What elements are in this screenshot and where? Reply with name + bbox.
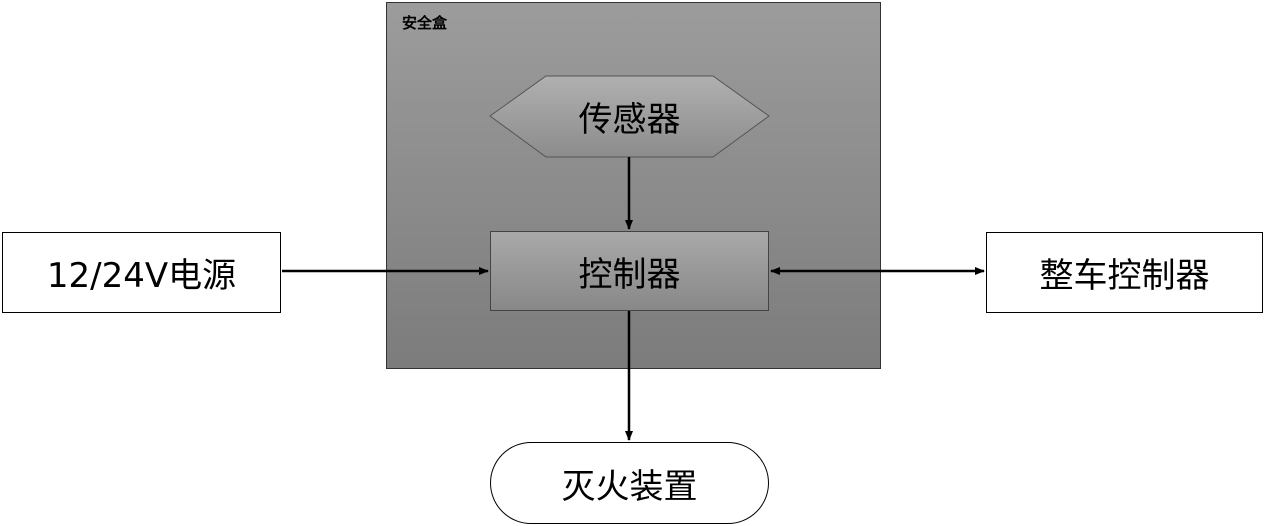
vehicle-controller-node: 整车控制器 [986,232,1263,313]
safety-box-label: 安全盒 [402,14,448,32]
sensor-hexagon [489,75,770,158]
sensor-label: 传感器 [578,100,681,140]
extinguisher-node: 灭火装置 [490,442,769,524]
controller-node: 控制器 [490,231,769,311]
power-supply-node: 12/24V电源 [2,232,281,313]
